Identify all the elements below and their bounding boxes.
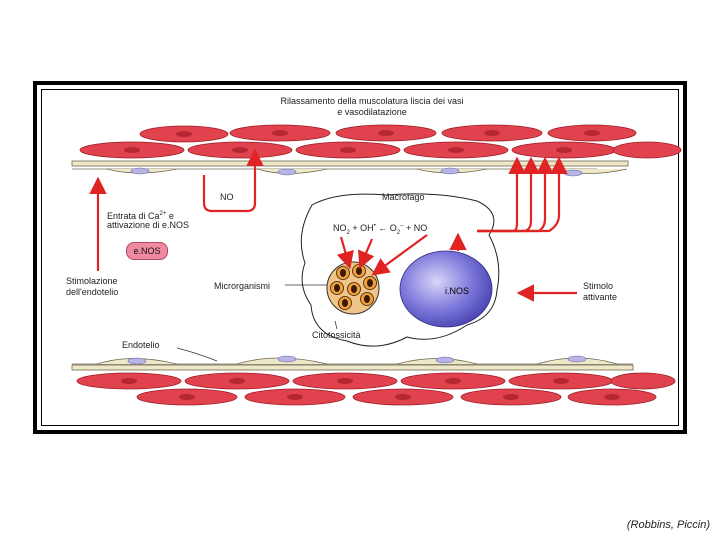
title-line2: e vasodilatazione xyxy=(337,107,407,117)
enos-badge: e.NOS xyxy=(126,242,168,260)
figure-frame: Rilassamento della muscolatura liscia de… xyxy=(33,81,687,434)
microorganisms-cluster xyxy=(326,261,380,315)
signal-arrows xyxy=(89,148,577,302)
label-stimolo-line2: attivante xyxy=(583,292,618,302)
arrow-no-to-microbes xyxy=(371,234,428,276)
title-line1: Rilassamento della muscolatura liscia de… xyxy=(280,96,464,106)
leader-citotossicita xyxy=(334,320,338,330)
label-chemistry: NO2 + OH• ← O2– + NO xyxy=(333,223,428,236)
leader-endotelio xyxy=(176,347,218,362)
arrow-oh-to-microbes xyxy=(358,238,375,270)
upper-muscle-layer xyxy=(79,124,682,159)
inos-cell xyxy=(399,250,493,328)
label-citotossicita: Citotossicità xyxy=(312,330,361,340)
label-calcium-line1: Entrata di Ca2+ e xyxy=(107,211,174,221)
label-stimolazione-line2: dell'endotelio xyxy=(66,287,119,297)
lower-muscle-layer xyxy=(76,372,676,406)
label-no: NO xyxy=(220,192,234,202)
source-credit: (Robbins, Piccin) xyxy=(626,519,710,531)
label-microrganismi: Microrganismi xyxy=(214,281,271,291)
figure-inner-border xyxy=(41,89,679,426)
vessel-diagram xyxy=(71,124,682,406)
lower-endothelium xyxy=(71,355,634,371)
arrow-no2-to-microbes xyxy=(336,236,354,270)
label-endotelio: Endotelio xyxy=(122,340,160,350)
arrow-no-up xyxy=(202,148,264,213)
label-calcium-line2: attivazione di e.NOS xyxy=(107,220,190,230)
label-stimolazione-line1: Stimolazione xyxy=(66,276,118,286)
label-stimolo-line1: Stimolo xyxy=(583,281,614,291)
label-inos: i.NOS xyxy=(445,286,470,296)
label-macrofago: Macrofago xyxy=(382,192,425,202)
